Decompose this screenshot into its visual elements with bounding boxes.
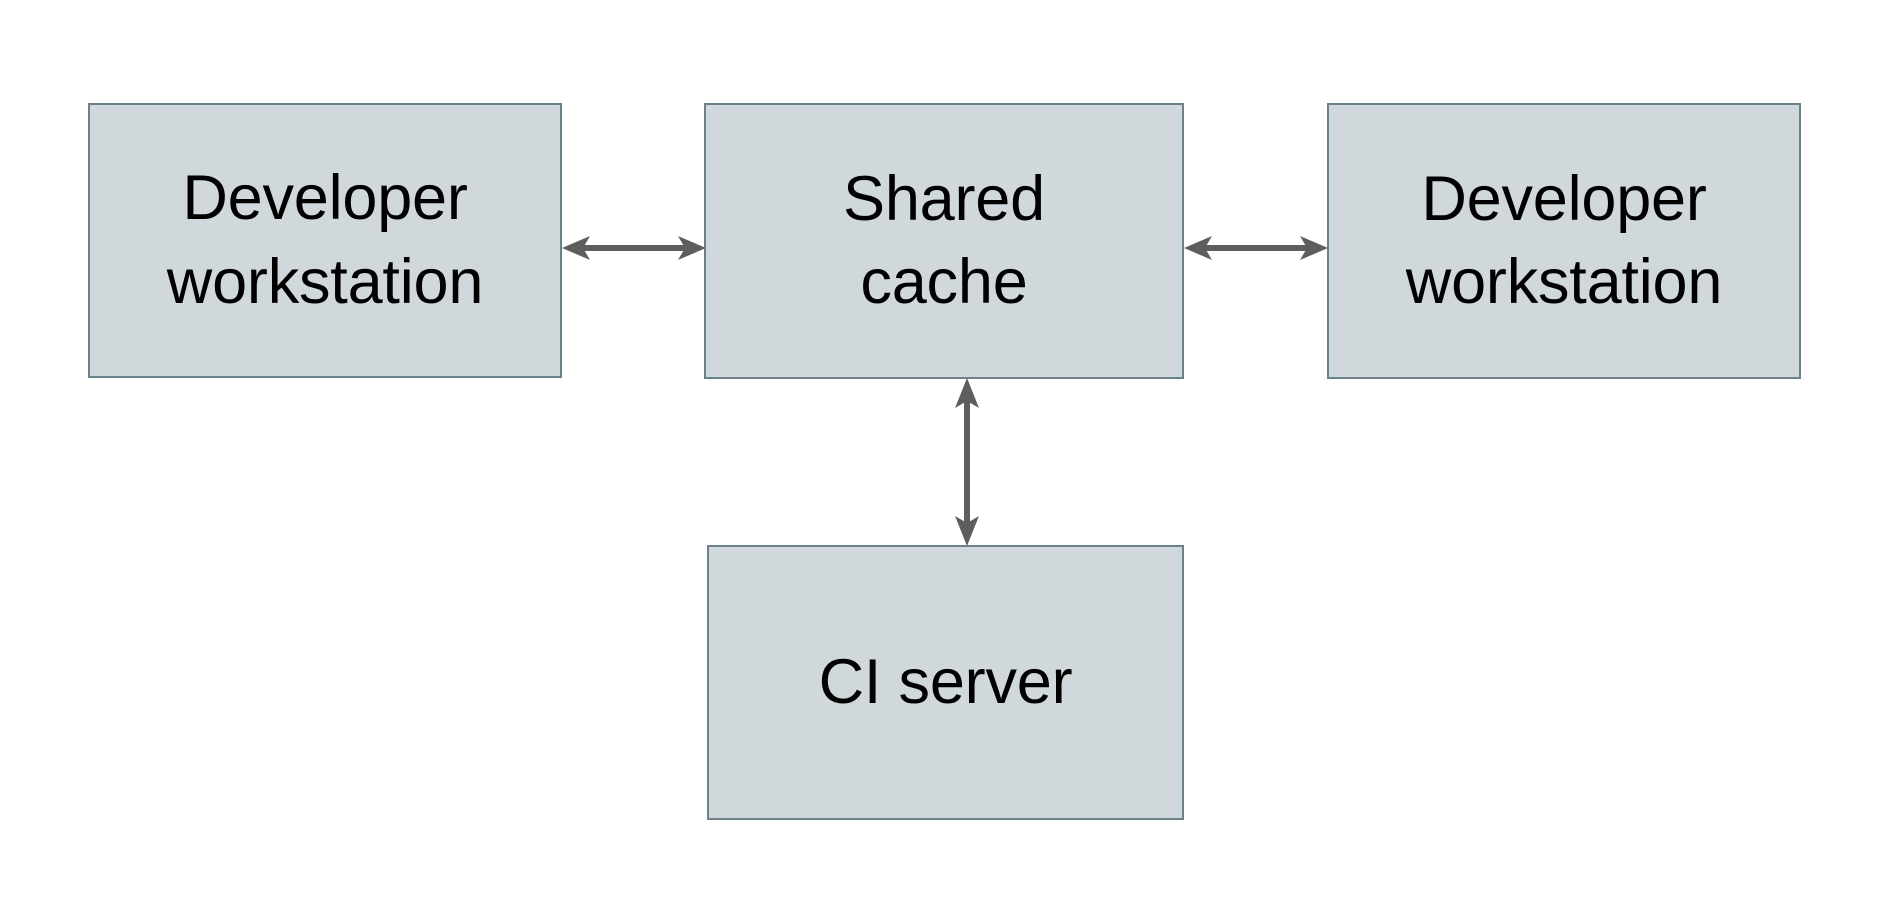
node-ci-server[interactable]: CI server bbox=[707, 545, 1184, 820]
edge-shared-cache-to-ci-server bbox=[938, 376, 996, 548]
edge-shared-cache-to-developer-workstation-right bbox=[1182, 219, 1330, 277]
double-arrow-vertical-icon bbox=[955, 378, 979, 546]
node-label-developer-workstation-left: Developer workstation bbox=[166, 163, 484, 317]
node-label-shared-cache: Shared cache bbox=[843, 163, 1045, 317]
edge-developer-workstation-left-to-shared-cache bbox=[560, 219, 708, 277]
node-developer-workstation-right[interactable]: Developer workstation bbox=[1327, 103, 1801, 379]
node-shared-cache[interactable]: Shared cache bbox=[704, 103, 1184, 379]
double-arrow-horizontal-icon bbox=[562, 236, 706, 260]
node-label-developer-workstation-right: Developer workstation bbox=[1405, 163, 1723, 317]
node-developer-workstation-left[interactable]: Developer workstation bbox=[88, 103, 562, 378]
double-arrow-horizontal-icon bbox=[1184, 236, 1328, 260]
node-label-ci-server: CI server bbox=[818, 646, 1073, 717]
